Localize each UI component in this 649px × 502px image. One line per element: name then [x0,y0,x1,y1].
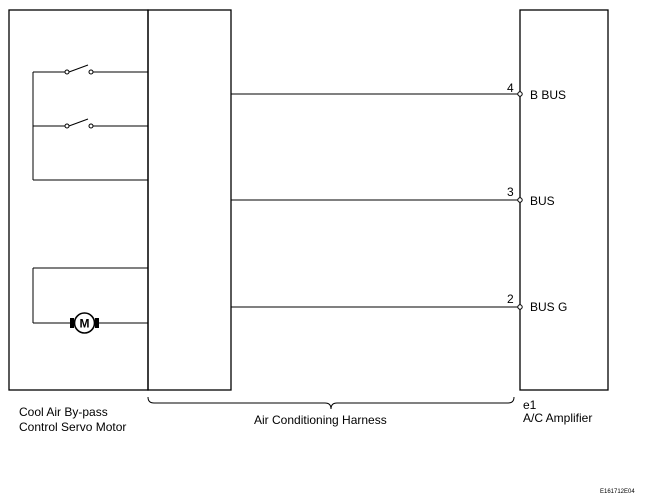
signal-bus: BUS [530,194,555,208]
motor-circuit [32,267,148,324]
pin-number-2: 2 [507,292,514,306]
figure-id: E161712E04 [600,489,635,495]
signal-b-bus: B BUS [530,88,567,102]
amplifier-label: A/C Amplifier [523,411,593,425]
harness-label: Air Conditioning Harness [254,413,387,427]
servo-motor-label-line2: Control Servo Motor [19,420,127,434]
terminal-circles [517,91,523,310]
pin-number-4: 4 [507,81,514,95]
amplifier-connector-label: e1 [523,398,537,412]
harness-box [147,9,232,391]
servo-motor-label-line1: Cool Air By-pass [19,405,108,419]
signal-bus-g: BUS G [530,300,568,314]
harness-brace [147,396,515,410]
motor-icon: M [70,312,99,334]
switch-circuit [32,64,148,181]
motor-letter: M [80,317,90,331]
servo-motor-box [8,9,149,391]
signal-wires [231,93,518,308]
pin-number-3: 3 [507,185,514,199]
